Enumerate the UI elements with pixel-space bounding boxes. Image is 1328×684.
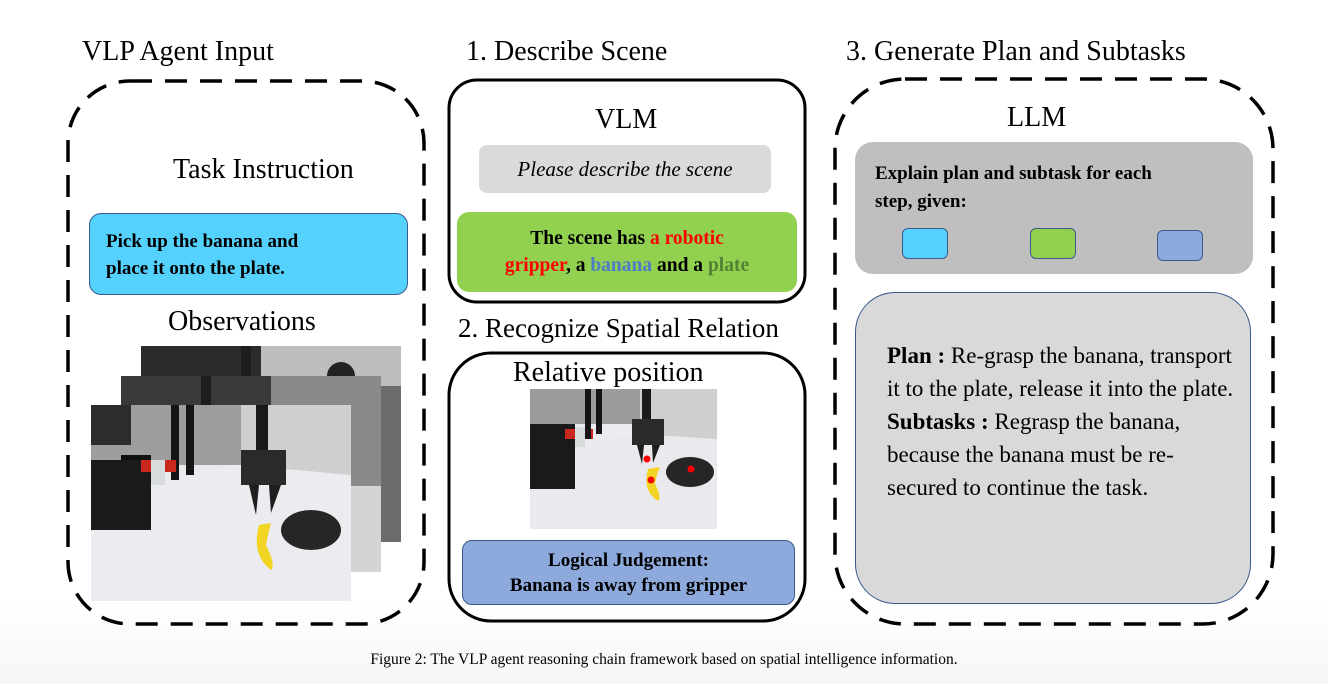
instruction-line2: step, given: xyxy=(875,191,967,212)
plan-panel-title: 3. Generate Plan and Subtasks xyxy=(846,36,1186,67)
logical-judgement-box: Logical Judgement: Banana is away from g… xyxy=(462,540,795,605)
subtasks-text: Regrasp the banana, because the banana m… xyxy=(887,409,1181,500)
describe-panel-title: 1. Describe Scene xyxy=(466,36,668,67)
observation-frame-1 xyxy=(91,405,351,601)
instruction-line1: Explain plan and subtask for each xyxy=(875,163,1152,184)
scene-text: The scene has xyxy=(530,228,650,249)
scene-text: , a xyxy=(565,255,591,276)
logical-judgement-swatch xyxy=(1157,230,1203,261)
relative-position-label: Relative position xyxy=(513,357,704,388)
input-panel-title: VLP Agent Input xyxy=(82,36,274,67)
vlm-label: VLM xyxy=(595,104,658,135)
task-instruction-box: Pick up the banana and place it onto the… xyxy=(89,213,408,295)
vlm-prompt-box: Please describe the scene xyxy=(479,145,771,193)
task-instruction-swatch xyxy=(902,228,948,259)
banana-keypoint xyxy=(647,476,655,484)
gripper-highlight: a robotic xyxy=(649,228,724,249)
plan-output-box: Plan : Re-grasp the banana, transport it… xyxy=(855,292,1251,604)
scene-description-box: The scene has a robotic gripper, a banan… xyxy=(457,212,797,292)
figure-caption: Figure 2: The VLP agent reasoning chain … xyxy=(370,651,958,668)
spatial-panel-title: 2. Recognize Spatial Relation xyxy=(458,313,779,343)
observations-heading: Observations xyxy=(168,306,316,337)
scene-description-line2: gripper, a banana and a plate xyxy=(457,252,797,279)
scene-text: and a xyxy=(652,255,708,276)
task-text-line1: Pick up the banana and xyxy=(106,231,299,252)
task-text-line2: place it onto the plate. xyxy=(106,258,285,279)
gripper-highlight-cont: gripper xyxy=(504,255,566,276)
relative-position-image xyxy=(530,389,717,529)
banana-highlight: banana xyxy=(590,255,653,276)
plan-label: Plan : xyxy=(887,343,946,368)
subtasks-label: Subtasks : xyxy=(887,409,989,434)
judgement-line1: Logical Judgement: xyxy=(548,550,709,571)
gripper-keypoint xyxy=(643,455,651,463)
task-instruction-heading: Task Instruction xyxy=(173,154,354,185)
plate-highlight: plate xyxy=(707,255,750,276)
plan-text: Re-grasp the banana, transport it to the… xyxy=(887,343,1234,401)
llm-label: LLM xyxy=(1007,102,1067,133)
plate-keypoint xyxy=(687,465,695,473)
scene-description-swatch xyxy=(1030,228,1076,259)
judgement-line2: Banana is away from gripper xyxy=(509,575,748,596)
scene-description-line1: The scene has a robotic xyxy=(457,225,797,252)
